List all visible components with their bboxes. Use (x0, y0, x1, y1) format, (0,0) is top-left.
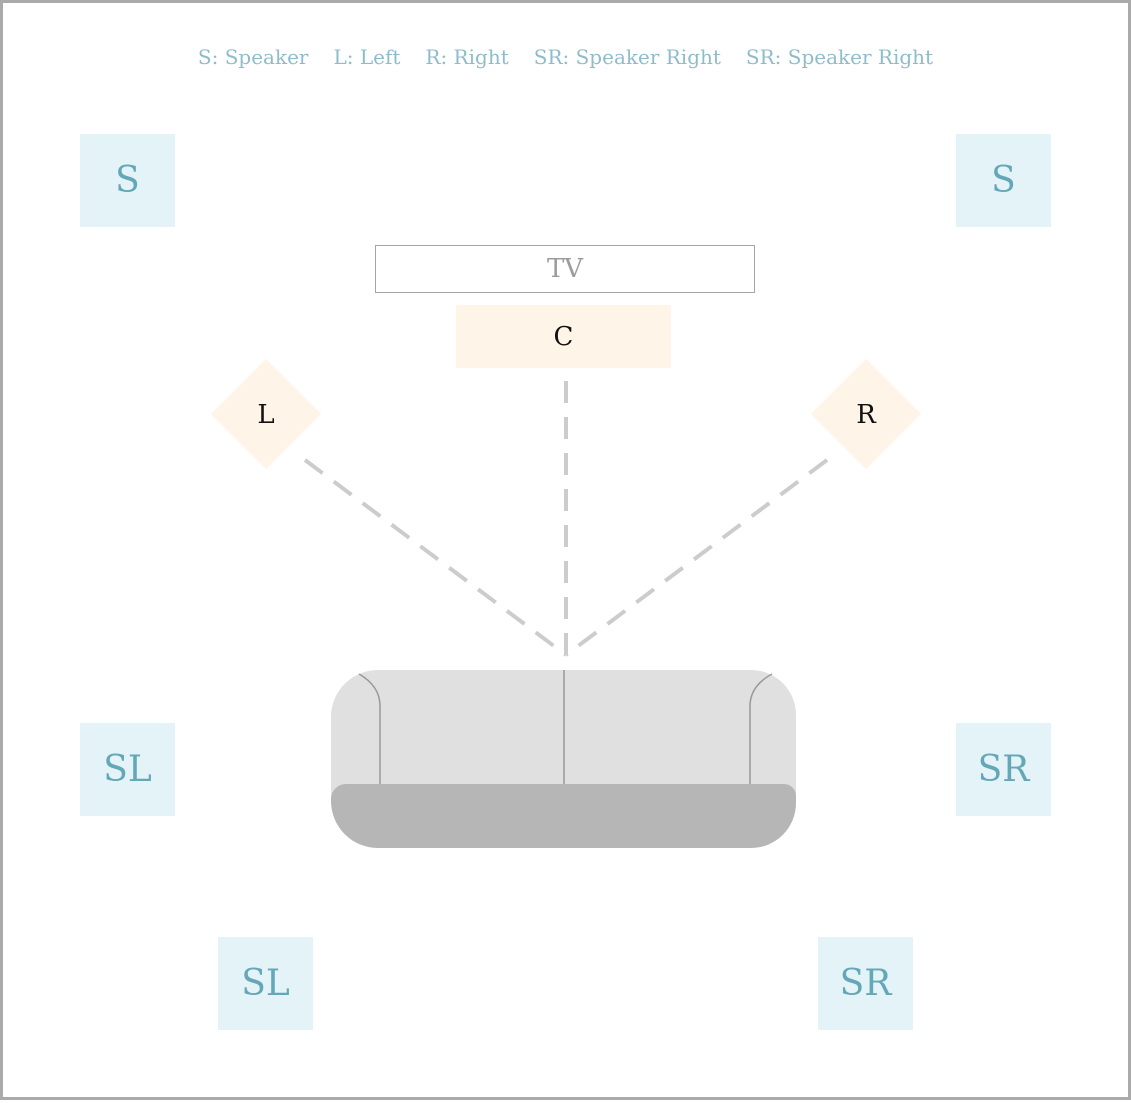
surround-left-speaker-rear: SL (218, 937, 313, 1030)
surround-right-speaker-rear: SR (818, 937, 913, 1030)
room-drawing (303, 381, 829, 848)
right-speaker-label: R (856, 400, 876, 430)
sofa-icon (331, 670, 796, 848)
legend-item-speaker: S: Speaker (197, 45, 309, 69)
center-speaker: C (456, 305, 671, 368)
surround-right-speaker-front: SR (956, 723, 1051, 816)
left-speaker-label: L (257, 400, 275, 430)
sofa-seat (331, 784, 796, 848)
legend-item-left: L: Left (333, 45, 401, 69)
sofa-left-arm-line (358, 673, 381, 784)
surround-speaker-top-left: S (80, 134, 175, 227)
surround-left-speaker-front: SL (80, 723, 175, 816)
sound-line-right (564, 458, 829, 657)
center-speaker-label: C (553, 321, 574, 352)
surround-speaker-top-right: S (956, 134, 1051, 227)
sound-line-left (303, 458, 568, 657)
tv: TV (375, 245, 755, 293)
legend-item-speaker-right: SR: Speaker Right (533, 45, 721, 69)
sofa-right-arm-line (749, 673, 773, 784)
legend-item-speaker-right-2: SR: Speaker Right (745, 45, 934, 69)
legend: S: Speaker L: Left R: Right SR: Speaker … (3, 45, 1128, 69)
tv-label: TV (546, 254, 584, 284)
legend-item-right: R: Right (425, 45, 509, 69)
